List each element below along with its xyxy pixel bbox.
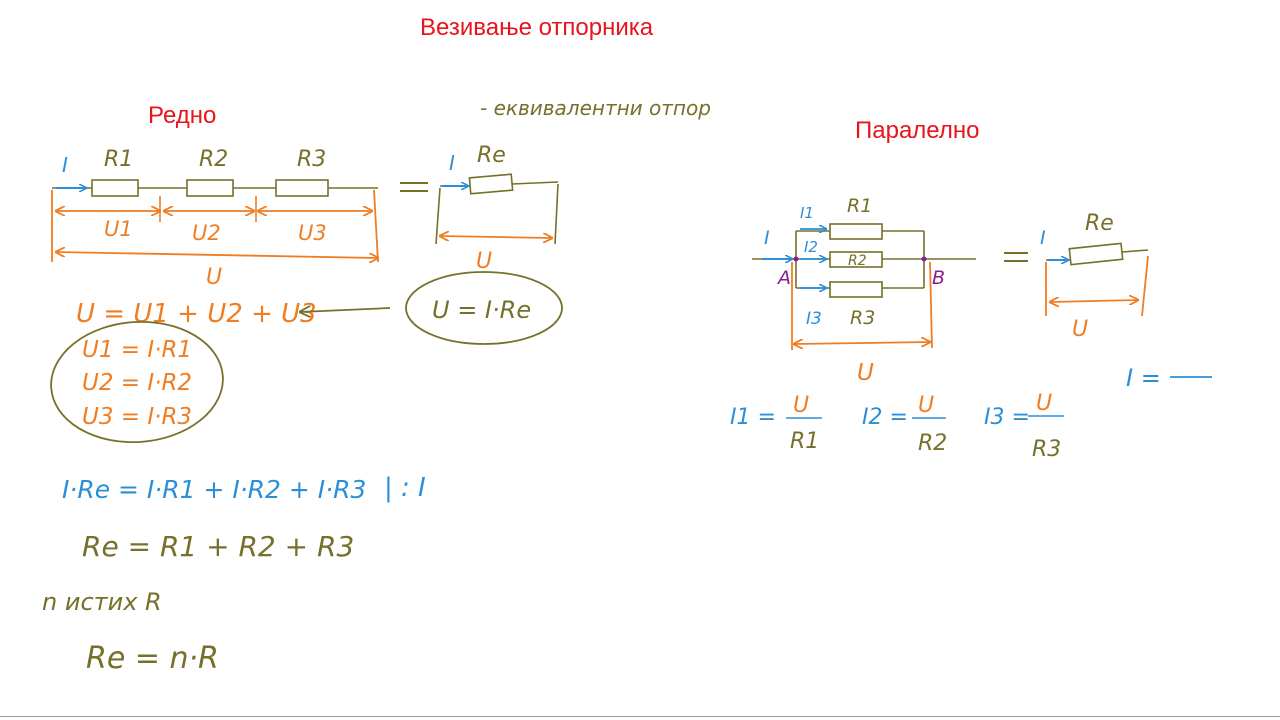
eq-u2: U2 = I·R2 [82, 370, 192, 396]
series-equivalent-voltage: U [476, 249, 492, 274]
eq-u1: U1 = I·R1 [82, 337, 192, 363]
fraction-1-den: R1 [790, 429, 819, 454]
fraction-1-lhs: I1 = [730, 405, 776, 430]
parallel-equivalent-voltage-arrow [1050, 300, 1138, 302]
branch-1-current-label: I1 [800, 204, 814, 222]
eq-expanded: I·Re = I·R1 + I·R2 + I·R3 [62, 475, 366, 504]
series-equivalent-current: I [449, 151, 455, 175]
derivation-arrow [300, 308, 391, 312]
parallel-heading: Паралелно [855, 117, 980, 144]
series-equivalent-voltage-arrow [440, 236, 552, 238]
parallel-current-label: I [764, 227, 770, 249]
eq-n-result: Re = n·R [86, 641, 219, 676]
parallel-equivalent-current: I [1040, 227, 1046, 249]
series-current-label: I [62, 153, 68, 177]
node-b-dot [921, 256, 927, 262]
circled-voltages-outline [50, 320, 224, 444]
parallel-resistor-r2 [829, 251, 883, 268]
series-resistor-r3 [275, 179, 329, 197]
series-equivalent-label: Re [477, 143, 506, 168]
canvas-bottom-border [0, 716, 1280, 717]
series-r2-label: R2 [199, 147, 228, 172]
parallel-resistor-r3 [829, 281, 883, 298]
series-equivalent-circuit: I Re U [435, 143, 559, 274]
parallel-r1-label: R1 [847, 195, 872, 217]
series-r1-label: R1 [104, 147, 133, 172]
series-equations: U = U1 + U2 + U3 U = I·Re U1 = I·R1 U2 =… [42, 271, 563, 676]
parallel-equivalent-resistor [1068, 242, 1124, 266]
fraction-2-lhs: I2 = [862, 405, 908, 430]
parallel-equivalent-label: Re [1085, 211, 1114, 236]
series-u2-label: U2 [192, 221, 221, 245]
branch-2-current-label: I2 [804, 238, 818, 256]
parallel-equivalent-circuit: I Re U I = [1040, 211, 1212, 392]
node-a-dot [793, 256, 799, 262]
node-b-label: B [932, 267, 945, 289]
eq-u3: U3 = I·R3 [82, 404, 192, 430]
series-resistor-r2 [186, 179, 234, 197]
branch-current-fractions: I1 = U R1 I2 = U R2 I3 = U R3 [730, 391, 1064, 462]
eq-i-partial: I = [1126, 364, 1161, 392]
parallel-r2-label: R2 [848, 253, 867, 269]
fraction-3-lhs: I3 = [984, 405, 1030, 430]
parallel-circuit: R1 R2 R3 A B I I1 I2 I3 U [752, 195, 1028, 386]
circled-equation-outline [405, 271, 563, 345]
series-r3-label: R3 [297, 147, 326, 172]
fraction-2-num: U [918, 393, 934, 418]
fraction-1-num: U [793, 393, 809, 418]
eq-divide-note: | : I [384, 473, 426, 503]
series-total-voltage-label: U [206, 265, 222, 290]
parallel-equivalent-voltage: U [1072, 317, 1088, 342]
node-a-label: A [776, 267, 791, 289]
parallel-total-voltage-arrow [794, 342, 930, 344]
eq-result: Re = R1 + R2 + R3 [82, 530, 354, 563]
series-total-voltage-arrow [56, 252, 378, 258]
fraction-3-den: R3 [1032, 437, 1061, 462]
series-u3-label: U3 [298, 221, 327, 245]
page-title: Везивање отпорника [420, 14, 654, 41]
parallel-resistor-r1 [829, 223, 883, 240]
series-equivalent-resistor [468, 173, 514, 195]
series-circuit: I R1 R2 R3 U1 U2 U3 U [51, 147, 428, 290]
parallel-total-voltage-label: U [857, 360, 874, 386]
eq-n-note: n истих R [42, 588, 162, 616]
branch-3-current-label: I3 [806, 309, 822, 329]
series-heading: Редно [148, 102, 217, 129]
series-u1-label: U1 [104, 217, 133, 241]
eq-ohm-equivalent: U = I·Re [432, 296, 531, 324]
fraction-3-num: U [1036, 391, 1052, 416]
series-resistor-r1 [91, 179, 139, 197]
fraction-2-den: R2 [918, 431, 947, 456]
equivalent-resistance-note: - еквивалентни отпор [480, 96, 711, 120]
parallel-r3-label: R3 [850, 307, 875, 329]
